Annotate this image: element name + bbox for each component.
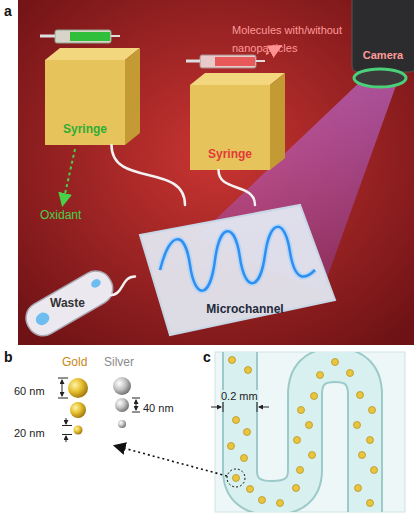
syringe-pump-box: Syringe [190,73,285,170]
material-label: Silver [104,355,134,369]
panel-letter: a [4,3,12,19]
waste-tube [20,265,118,341]
camera-lens [354,69,406,87]
flow-label: Oxidant [40,208,81,222]
dimension-label: 0.2 mm [220,390,259,402]
panel-letter: c [203,349,211,365]
node-text: Waste [50,297,85,311]
dimension-bracket [58,378,140,442]
tube [219,170,256,205]
waste-box: Waste [25,262,110,345]
dimension-label: 60 nm [14,385,45,397]
flow-label: Molecules with/without nanoparticles [232,24,342,54]
chip [140,205,335,335]
camera-body [352,0,414,72]
leader-arrow [63,149,75,203]
camera-box: Camera [352,0,414,70]
serpentine-channel [228,352,378,512]
chip-box: Microchannel [135,205,335,335]
syringe-pump [40,30,140,145]
width-marker [211,402,269,412]
node-text: Syringe [63,123,107,137]
zoom-arrow [116,446,227,476]
zoom-circle [227,469,245,487]
dimension-label: 40 nm [143,402,174,414]
dimension-label: 20 nm [14,427,45,439]
node-text: Syringe [208,148,252,162]
syringe-pump [186,55,285,170]
material-label: Gold [62,355,87,369]
tube [110,277,135,296]
panel-letter: b [4,349,13,365]
tube [112,145,186,205]
nanoparticles [68,377,131,435]
syringe-pump-box: Syringe [45,45,140,145]
node-text: Microchannel [206,303,283,317]
node-text: Camera [363,49,403,62]
